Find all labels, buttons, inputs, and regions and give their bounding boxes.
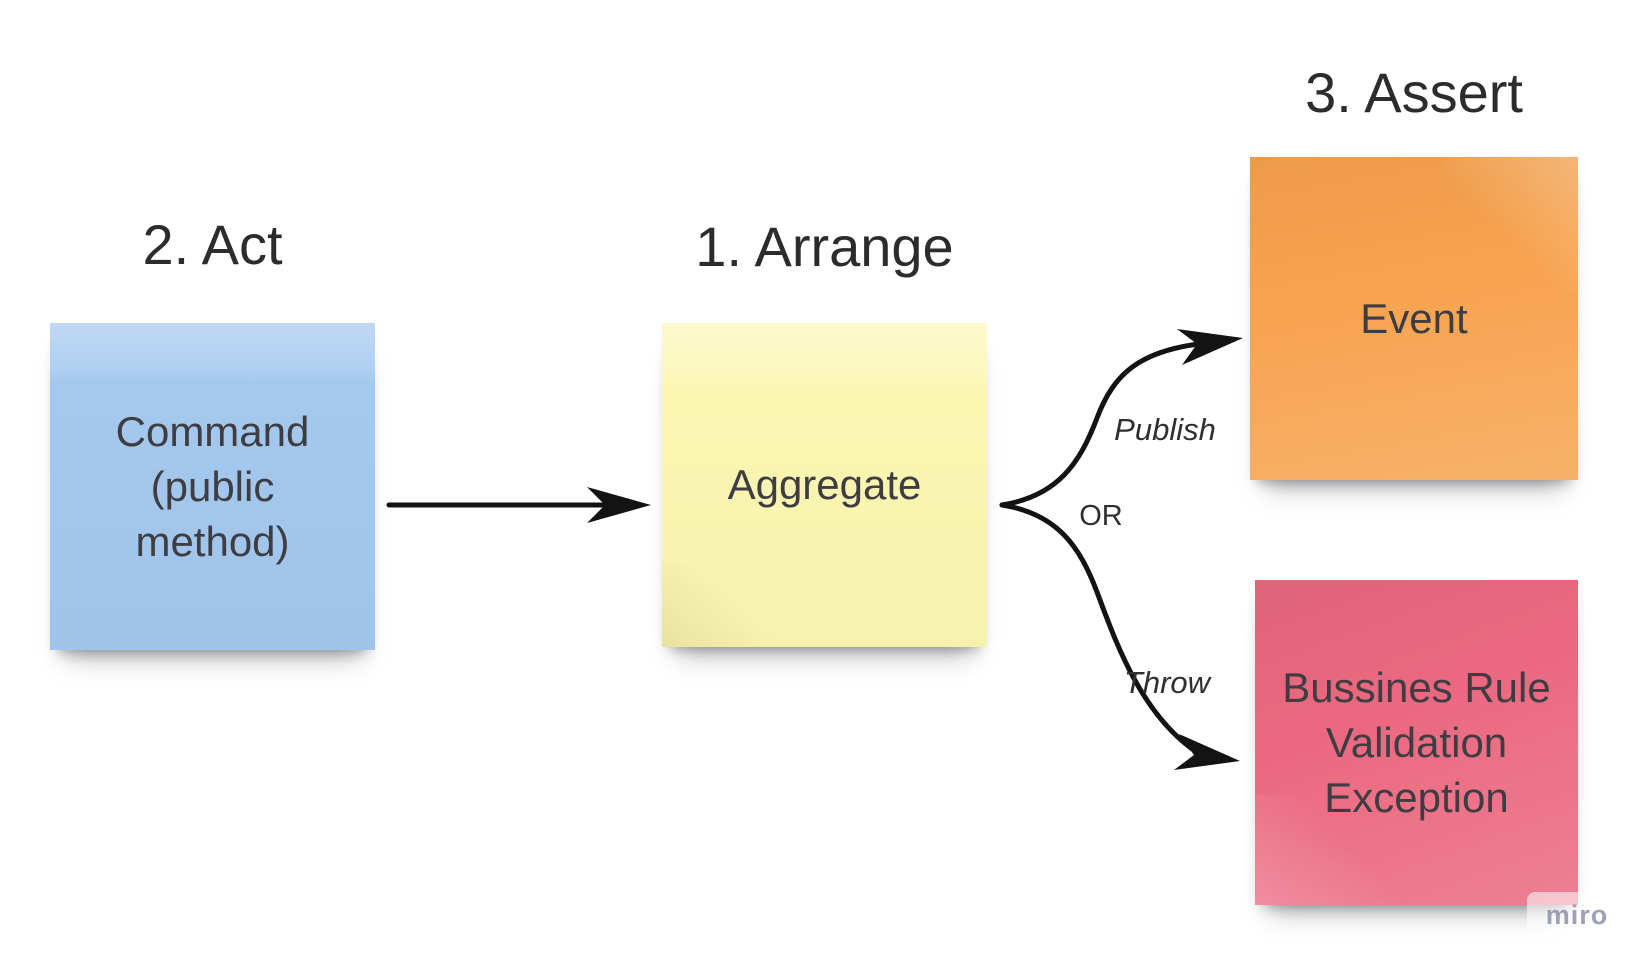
miro-logo-text: miro bbox=[1545, 899, 1609, 930]
miro-watermark: miro bbox=[1527, 892, 1627, 938]
sticky-note-aggregate-text: Aggregate bbox=[727, 461, 922, 509]
sticky-note-command-text: Command (public method) bbox=[115, 407, 310, 565]
step-title-arrange[interactable]: 1. Arrange bbox=[695, 215, 954, 278]
sticky-note-event-text: Event bbox=[1360, 294, 1468, 342]
connector-label-or[interactable]: OR bbox=[1079, 500, 1123, 532]
sticky-note-exception-text: Bussines Rule Validation Exception bbox=[1282, 663, 1551, 821]
arrowhead-aggregate-to-exception[interactable] bbox=[1174, 734, 1240, 770]
arrowhead-aggregate-to-event[interactable] bbox=[1177, 329, 1243, 365]
sticky-note-command[interactable]: Command (public method) bbox=[50, 323, 375, 650]
connector-aggregate-to-exception[interactable] bbox=[999, 502, 1201, 756]
sticky-note-exception[interactable]: Bussines Rule Validation Exception bbox=[1255, 580, 1578, 905]
connector-label-throw[interactable]: Throw bbox=[1123, 665, 1211, 700]
step-title-assert[interactable]: 3. Assert bbox=[1305, 61, 1523, 124]
arrowhead-command-to-aggregate[interactable] bbox=[587, 487, 651, 523]
step-title-act[interactable]: 2. Act bbox=[142, 213, 283, 276]
sticky-note-event[interactable]: Event bbox=[1250, 157, 1578, 480]
sticky-note-aggregate[interactable]: Aggregate bbox=[662, 323, 987, 647]
connector-aggregate-to-event[interactable] bbox=[999, 341, 1201, 508]
connector-label-publish[interactable]: Publish bbox=[1114, 412, 1216, 447]
